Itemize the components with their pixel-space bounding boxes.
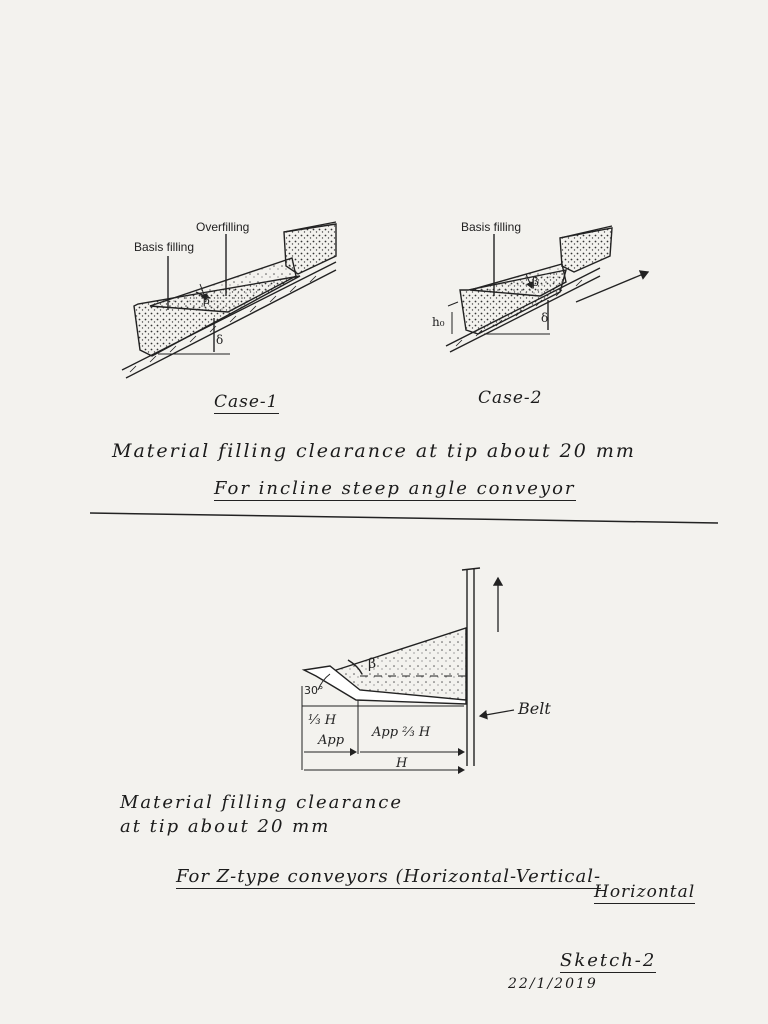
case2-height-label: h₀ [432, 315, 445, 329]
ztype-beta-label: β [368, 656, 376, 672]
case2-caption: Case-2 [478, 388, 543, 408]
ztype-inclined-flight [301, 665, 467, 705]
ztype-belt-label: Belt [517, 699, 551, 718]
ztype-app-label: App [317, 733, 345, 748]
ztype-title-line1: For Z-type conveyors (Horizontal-Vertica… [176, 866, 602, 889]
incline-title: For incline steep angle conveyor [214, 478, 576, 501]
case2-beta-label: β [532, 275, 539, 289]
case1-overfilling-label: Overfilling [196, 220, 249, 234]
case2-delta-label: δ [541, 311, 548, 325]
ztype-belt-pointer [478, 709, 515, 720]
sketch-date: 22/1/2019 [508, 976, 598, 992]
ztype-clearance-line2: at tip about 20 mm [120, 816, 331, 837]
case1-overfilling [149, 257, 297, 313]
ztype-third-label: ⅓ H [308, 713, 337, 728]
case2-direction-arrow [575, 270, 650, 303]
case1-beta-label: β [203, 293, 210, 307]
case1-caption: Case-1 [214, 392, 279, 414]
ztype-two-thirds-label: App ⅔ H [371, 725, 431, 740]
ztype-diagram [301, 567, 515, 774]
section-divider [89, 512, 719, 524]
sketch-label: Sketch-2 [560, 950, 657, 973]
case2-diagram [445, 225, 650, 353]
case2-upper-flight [559, 227, 613, 273]
case1-upper-flight [283, 223, 337, 275]
ztype-h-label: H [395, 756, 408, 771]
ztype-angle-label: 30° [304, 684, 324, 697]
case1-delta-label: δ [216, 333, 223, 347]
case2-basis-filling-label: Basis filling [461, 220, 521, 234]
incline-clearance-note: Material filling clearance at tip about … [112, 440, 636, 462]
ztype-title-line2: Horizontal [594, 882, 696, 904]
case1-basis-filling-label: Basis filling [134, 240, 194, 254]
case1-diagram [121, 221, 337, 379]
ztype-clearance-line1: Material filling clearance [120, 792, 404, 813]
